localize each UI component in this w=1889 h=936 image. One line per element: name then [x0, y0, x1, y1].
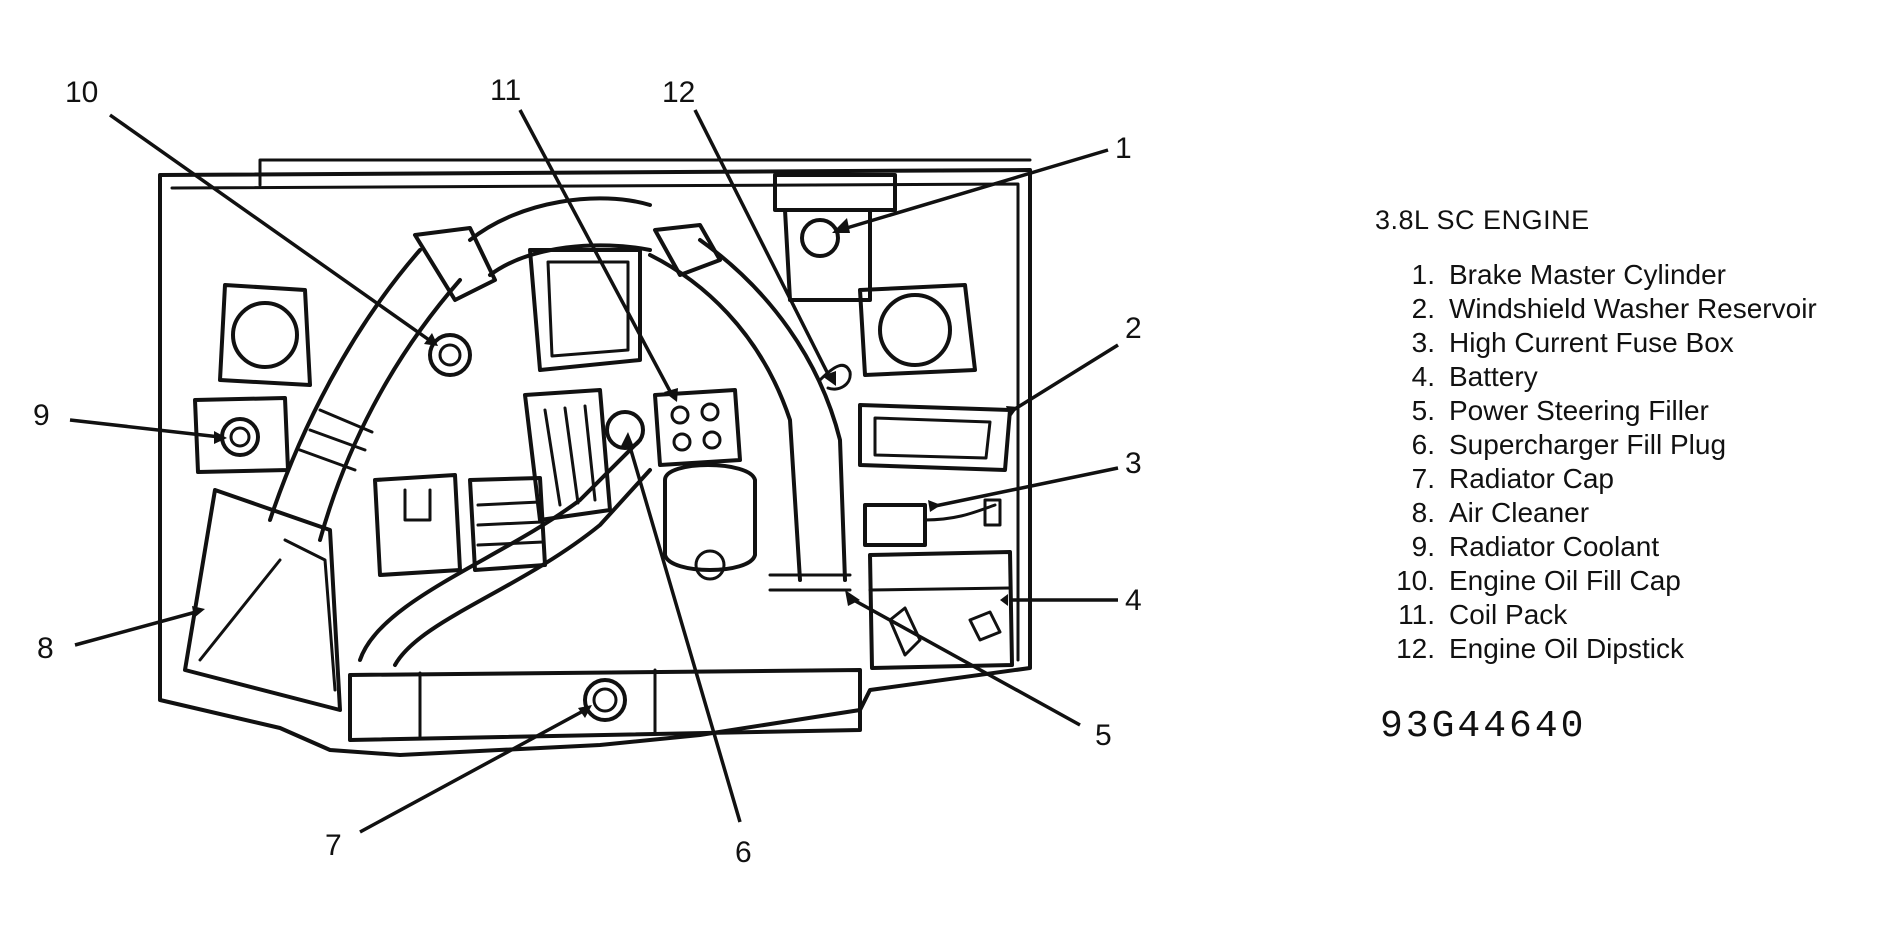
lower-hose: [358, 438, 652, 667]
legend: 3.8L SC ENGINE 1. Brake Master Cylinder 2…: [1375, 205, 1875, 666]
arrowhead-9: [214, 431, 227, 444]
callout-8: 8: [37, 632, 54, 665]
callout-9: 9: [33, 399, 50, 432]
legend-number: 4.: [1411, 361, 1435, 392]
arrowhead-11: [664, 388, 678, 402]
legend-label: Power Steering Filler: [1449, 395, 1709, 426]
leader-8: [74, 610, 197, 647]
battery-shape: [868, 550, 1014, 670]
arrowhead-3: [928, 500, 941, 512]
legend-list: 1. Brake Master Cylinder 2. Windshield Was…: [1375, 258, 1875, 666]
legend-label: Engine Oil Dipstick: [1449, 633, 1684, 664]
legend-label: Radiator Coolant: [1449, 531, 1660, 562]
legend-label: Battery: [1449, 361, 1538, 392]
legend-number: 2.: [1411, 293, 1435, 324]
leader-lines: [69, 109, 1119, 834]
dipstick-shape: [818, 363, 852, 391]
intake-tube: [268, 226, 497, 542]
legend-label: Windshield Washer Reservoir: [1449, 293, 1817, 324]
legend-item: 3. High Current Fuse Box: [1375, 326, 1875, 360]
arrowhead-12: [822, 371, 836, 386]
callout-2: 2: [1125, 312, 1142, 345]
legend-item: 9. Radiator Coolant: [1375, 530, 1875, 564]
legend-number: 6.: [1411, 429, 1435, 460]
leader-10: [108, 113, 434, 344]
legend-label: Supercharger Fill Plug: [1449, 429, 1727, 460]
legend-number: 11.: [1398, 599, 1435, 630]
coil-pack-shape: [653, 388, 742, 467]
callout-7: 7: [325, 829, 342, 862]
legend-number: 5.: [1411, 395, 1435, 426]
arrowhead-6: [621, 432, 634, 447]
legend-item: 8. Air Cleaner: [1375, 496, 1875, 530]
callout-5: 5: [1095, 719, 1112, 752]
leader-7: [359, 708, 586, 834]
leader-9: [69, 418, 221, 439]
legend-label: Radiator Cap: [1449, 463, 1614, 494]
throttle-housing: [528, 248, 642, 372]
brake-master-cylinder-shape: [773, 173, 897, 302]
left-headlight: [218, 283, 312, 387]
legend-item: 7. Radiator Cap: [1375, 462, 1875, 496]
legend-number: 12.: [1396, 633, 1435, 664]
legend-number: 8.: [1411, 497, 1435, 528]
legend-item: 5. Power Steering Filler: [1375, 394, 1875, 428]
canisters: [373, 463, 757, 581]
leader-5: [849, 596, 1081, 727]
legend-item: 4. Battery: [1375, 360, 1875, 394]
fuse-box-shape: [863, 498, 1002, 547]
radiator-panel: [348, 668, 862, 742]
legend-number: 1.: [1411, 259, 1435, 290]
callout-3: 3: [1125, 447, 1142, 480]
figure-code: 93G44640: [1380, 705, 1587, 748]
engine-bay-outline: [158, 158, 1032, 757]
legend-label: Engine Oil Fill Cap: [1449, 565, 1681, 596]
arrowhead-2: [1006, 406, 1018, 418]
callout-10: 10: [65, 76, 98, 109]
arrowhead-5: [845, 590, 860, 606]
arrowhead-1: [832, 218, 850, 233]
legend-number: 3.: [1411, 327, 1435, 358]
arrowhead-8: [192, 606, 205, 618]
washer-reservoir-shape: [858, 403, 1012, 472]
callout-11: 11: [490, 74, 521, 107]
legend-item: 11. Coil Pack: [1375, 598, 1875, 632]
right-headlight: [858, 283, 977, 377]
legend-item: 10. Engine Oil Fill Cap: [1375, 564, 1875, 598]
arrowhead-7: [578, 705, 592, 718]
leader-12: [693, 109, 832, 379]
leader-3: [934, 466, 1119, 508]
air-cleaner-shape: [183, 488, 342, 712]
callout-4: 4: [1125, 584, 1142, 617]
arrowhead-4: [1000, 594, 1008, 606]
arrowhead-10: [424, 333, 438, 346]
plenum-hoses: [468, 196, 852, 592]
legend-label: Air Cleaner: [1449, 497, 1590, 528]
callout-12: 12: [662, 76, 695, 109]
leader-11: [518, 109, 674, 396]
legend-item: 2. Windshield Washer Reservoir: [1375, 292, 1875, 326]
callout-1: 1: [1115, 132, 1132, 165]
legend-number: 9.: [1411, 531, 1435, 562]
leader-6: [626, 439, 742, 823]
legend-item: 1. Brake Master Cylinder: [1375, 258, 1875, 292]
legend-item: 6. Supercharger Fill Plug: [1375, 428, 1875, 462]
legend-item: 12. Engine Oil Dipstick: [1375, 632, 1875, 666]
callout-6: 6: [735, 836, 752, 869]
radiator-cap-shape: [583, 678, 627, 722]
legend-title: 3.8L SC ENGINE: [1375, 205, 1590, 235]
legend-label: High Current Fuse Box: [1449, 327, 1734, 358]
legend-number: 7.: [1411, 463, 1435, 494]
legend-label: Coil Pack: [1449, 599, 1568, 630]
legend-label: Brake Master Cylinder: [1449, 259, 1726, 290]
callout-numbers: 1 2 3 4 5 6 7 8 9 10 11 12: [33, 74, 1142, 869]
leader-1: [839, 148, 1109, 232]
oil-fill-cap-shape: [428, 333, 472, 377]
leader-2: [1009, 343, 1119, 414]
legend-number: 10.: [1396, 565, 1435, 596]
